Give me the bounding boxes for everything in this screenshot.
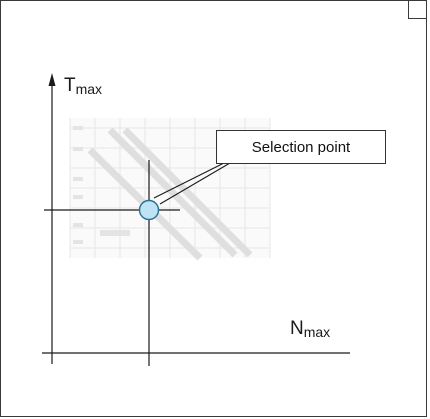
folded-corner (408, 1, 426, 19)
y-axis-arrow (48, 73, 56, 86)
x-axis-label-main: N (290, 318, 304, 339)
y-axis-label-main: T (64, 75, 76, 96)
y-axis-label-sub: max (75, 81, 103, 97)
callout-text: Selection point (251, 138, 351, 156)
selection-point-marker (138, 199, 160, 221)
x-axis-label: Nmax (290, 319, 330, 339)
y-axis-label: Tmax (64, 76, 102, 96)
callout-connector (153, 162, 231, 205)
axes (42, 73, 350, 364)
selection-point-callout: Selection point (216, 130, 386, 164)
x-axis-label-sub: max (303, 324, 331, 340)
